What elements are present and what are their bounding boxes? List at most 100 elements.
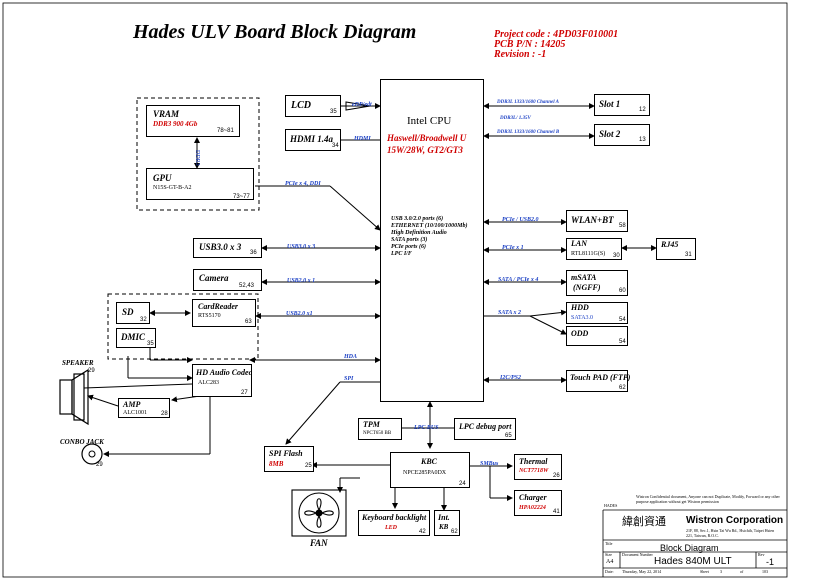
usb3-block: USB3.0 x 3 36 [193,238,262,258]
thermal-num: 26 [553,473,560,479]
spiflash-num: 25 [305,463,312,469]
company-address: 21F, 88, Sec.1, Hsin Tai Wu Rd., Hsichih… [686,528,775,538]
cpu-tdp: 15W/28W, GT2/GT3 [387,145,463,155]
company-chinese: 緯創資通 [622,515,666,528]
bus-i2c: I2C/PS2 [500,375,522,381]
lcd-block: LCD 35 [285,95,341,117]
amp-label: AMP [123,400,141,409]
spi-flash-block: SPI Flash 8MB 25 [264,446,314,472]
amp-num: 28 [161,411,168,417]
bus-ddr3a: DDR3L 1333/1600 Channel A [497,100,559,105]
hades-tag: HADES [604,503,618,508]
cardreader-num: 63 [245,319,252,325]
rev-value: -1 [766,557,775,567]
bus-edp: eDP/edt [352,102,372,108]
bus-hda: HDA [344,354,358,360]
int-kb-block: Int. KB 62 [434,510,460,536]
wlan-block: WLAN+BT 58 [566,210,628,232]
size-value: A4 [606,559,614,565]
bus-sata2: SATA x 2 [498,310,522,316]
audio-label: HD Audio Codec [196,368,253,377]
hdmi-block: HDMI 1.4a 34 [285,129,341,151]
msata-label: mSATA [571,273,597,282]
bus-ddr3v: DDR3L/ 1.35V [500,116,531,121]
gpu-label: GPU [153,173,172,183]
hdd-label: HDD [571,303,589,312]
bus-usb20x1: USB2.0 x 1 [287,278,316,284]
sd-label: SD [122,307,134,317]
intkb-sub: KB [439,523,449,531]
amp-sub: ALC1001 [123,410,147,416]
cpu-port-3: SATA ports (3) [391,237,428,243]
rev-label: Rev [758,552,765,557]
audio-sub: ALC283 [198,380,219,386]
speaker-num: 29 [88,368,95,374]
bus-lpc: LPC BUS [414,425,439,431]
usb3-num: 36 [250,250,257,256]
bus-usb20x1b: USB2.0 x1 [286,311,313,317]
company-name: Wistron Corporation [686,515,784,526]
touchpad-label: Touch PAD (FTP) [570,373,631,382]
gpu-sub: N15S-GT-B-A2 [153,185,192,191]
sd-num: 32 [140,317,147,323]
hdd-sub: SATA3.0 [571,315,594,321]
cardreader-label: CardReader [198,302,238,311]
bus-ddr3b: DDR3L 1333/1600 Channel B [497,130,560,135]
kb-backlight-block: Keyboard backlight LED 42 [358,510,430,536]
lan-label: LAN [571,239,587,248]
rj45-num: 31 [685,252,692,258]
fan-label: FAN [310,538,328,548]
vram-block: VRAM DDR3 900 4Gb 78~81 [146,105,240,137]
dmic-label: DMIC [121,332,146,342]
intkb-label: Int. [438,513,450,522]
slot1-label: Slot 1 [599,99,621,109]
lan-block: LAN RTL8111G(S) 30 [566,238,622,260]
slot2-label: Slot 2 [599,129,621,139]
lcd-num: 35 [330,109,337,115]
date-label: Date: [605,569,614,574]
thermal-block: Thermal NCT7718W 26 [514,454,562,480]
lpcdebug-num: 65 [505,433,512,439]
lcd-label: LCD [291,100,311,111]
bus-sata4: SATA / PCIe x 4 [498,277,539,283]
speaker-icon [59,368,89,426]
kbl-sub: LED [385,525,397,531]
amp-block: AMP ALC1001 28 [118,398,170,418]
confidential-note: Wistron Confidential document, Anyone ca… [636,494,780,504]
tpm-label: TPM [363,420,380,429]
hdmi-num: 34 [332,143,339,149]
combo-label: CONBO JACK [60,438,104,446]
odd-label: ODD [571,329,589,338]
camera-num: 52,43 [239,283,255,289]
hdd-block: HDD SATA3.0 54 [566,302,628,324]
fan-icon [291,489,347,537]
bus-smbus: SMBus [480,461,499,467]
rj45-block: RJ45 31 [656,238,696,260]
spiflash-sub: 8MB [269,460,284,468]
slot1-block: Slot 1 12 [594,94,650,116]
gpu-num: 73~77 [233,194,250,200]
vram-num: 78~81 [217,128,234,134]
title-label: Title [605,541,613,546]
touchpad-num: 62 [619,385,626,391]
msata-sub: (NGFF) [573,283,601,292]
kbl-num: 42 [419,529,426,535]
page-title: Hades ULV Board Block Diagram [133,21,417,43]
cpu-model: Haswell/Broadwell U [387,133,467,143]
cpu-port-5: LPC I/F [391,251,412,257]
combo-jack-icon [81,443,103,465]
lan-num: 30 [613,253,620,259]
total-value: 103 [762,569,768,574]
gpu-block: GPU N15S-GT-B-A2 73~77 [146,168,254,200]
audio-codec-block: HD Audio Codec ALC283 27 [192,364,252,397]
kbc-label: KBC [421,457,438,466]
lpc-debug-block: LPC debug port 65 [454,418,516,440]
wlan-label: WLAN+BT [571,215,614,225]
charger-num: 41 [553,509,560,515]
tpm-block: TPM NPCT650 BB [358,418,402,440]
rj45-label: RJ45 [661,240,679,249]
kbc-sub: NPCE285PA0DX [403,470,447,476]
charger-block: Charger HPA02224 41 [514,490,562,516]
lpcdebug-label: LPC debug port [459,422,512,431]
